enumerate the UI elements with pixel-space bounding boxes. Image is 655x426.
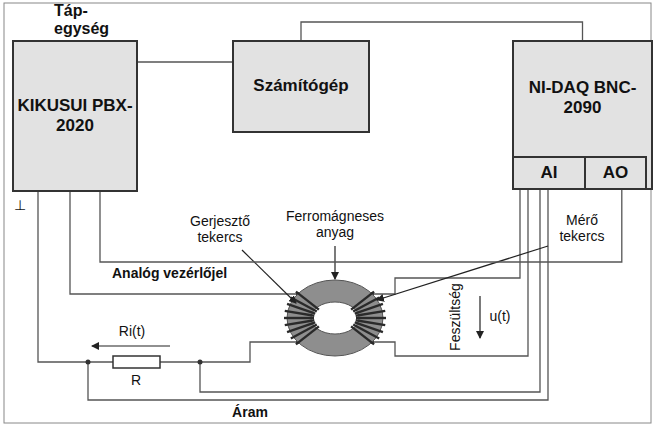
- part-label: Ri(t): [119, 323, 145, 339]
- part-label: Áram: [232, 404, 268, 420]
- node-text: AO: [603, 163, 629, 183]
- device-box: Számítógép: [232, 40, 370, 133]
- node-heading: Táp- egység: [54, 2, 116, 39]
- part-label: Feszültség: [447, 283, 463, 351]
- port-box: AO: [584, 156, 647, 190]
- part-label: Mérő tekercs: [547, 212, 617, 244]
- signal-line: [138, 61, 232, 62]
- node-text: Számítógép: [253, 76, 348, 96]
- port-box: AI: [512, 156, 586, 190]
- part-label: Ferromágneses anyag: [279, 208, 391, 240]
- signal-line: [301, 22, 583, 40]
- leader-lines: [92, 246, 548, 346]
- node-text: NI-DAQ BNC-2090: [514, 78, 651, 119]
- part-label: u(t): [490, 308, 511, 324]
- node-text: KIKUSUI PBX-2020: [14, 96, 136, 137]
- node-text: AI: [541, 163, 558, 183]
- part-label: R: [131, 372, 141, 388]
- resistor-symbol: [113, 356, 160, 368]
- coil-windings: [284, 292, 386, 345]
- part-label: Gerjesztő tekercs: [180, 213, 260, 245]
- signal-line: [100, 190, 622, 262]
- device-box: Táp- egységKIKUSUI PBX-2020: [12, 40, 138, 192]
- wires: [38, 185, 548, 400]
- part-label: ⊥: [14, 197, 26, 213]
- edge-label: Analóg vezérlőjel: [110, 265, 229, 281]
- device-box: NI-DAQ BNC-2090AI AO: [512, 40, 653, 190]
